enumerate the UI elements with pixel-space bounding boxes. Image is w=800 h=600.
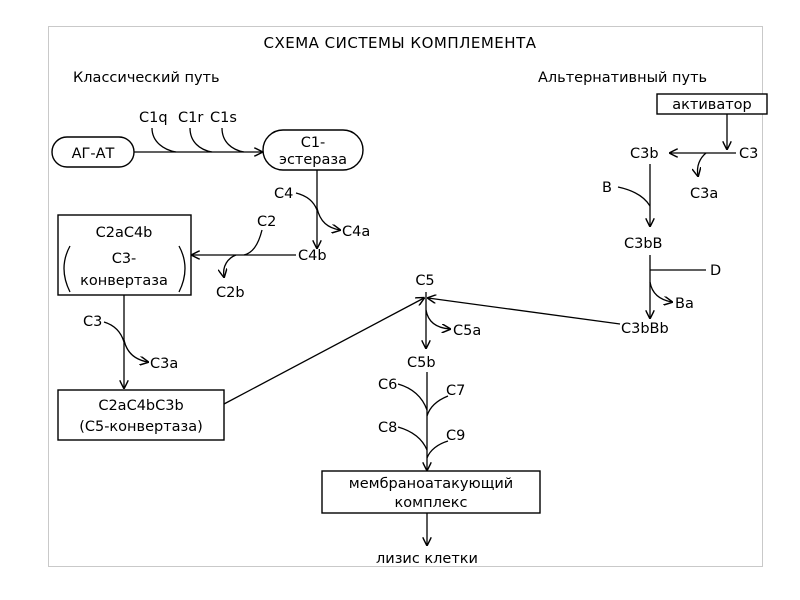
alternative-to-c5-arrow <box>428 298 621 325</box>
membrane-attack-complex-node <box>321 470 541 514</box>
c4a-release-arrow <box>316 207 340 230</box>
c5-convertase-classical-label-1: C2aC4bC3b <box>98 398 183 414</box>
diagram-title: СХЕМА СИСТЕМЫ КОМПЛЕМЕНТА <box>263 34 536 52</box>
c7-label: C7 <box>446 383 465 399</box>
c3bb-label: C3bB <box>624 236 663 252</box>
c1q-join-curve <box>151 127 177 153</box>
c3a-right-release-arrow <box>697 152 707 176</box>
c1-esterase-node <box>262 129 364 171</box>
c8-label: C8 <box>378 420 397 436</box>
c5-convertase-classical-node <box>57 389 225 441</box>
c3b-label: C3b <box>630 146 659 162</box>
c9-label: C9 <box>446 428 465 444</box>
c3-left-label: C3 <box>83 314 102 330</box>
ba-release-arrow <box>649 281 672 302</box>
c1r-join-curve <box>189 127 213 153</box>
c3a-left-release-arrow <box>123 339 148 362</box>
c3a-left-label: C3a <box>150 356 178 372</box>
b-label: B <box>602 180 612 196</box>
c5a-release-arrow <box>425 309 450 329</box>
activator-node <box>656 93 768 115</box>
c6-label: C6 <box>378 377 397 393</box>
mac-label-1: мембраноатакующий <box>349 476 513 492</box>
c4b-label: C4b <box>298 248 327 264</box>
c3-convertase-paren-left <box>63 245 71 293</box>
mac-label-2: комплекс <box>395 495 468 511</box>
c3-convertase-label-2: C3- <box>112 251 137 267</box>
c3bbb-label: C3bBb <box>621 321 669 337</box>
cell-lysis-label: лизис клетки <box>376 551 478 567</box>
alternative-pathway-title: Альтернативный путь <box>538 70 707 86</box>
activator-label: активатор <box>672 97 751 113</box>
c2-label: C2 <box>257 214 276 230</box>
c8-join-curve <box>397 426 428 451</box>
c3-convertase-paren-right <box>178 245 186 293</box>
c4-join-curve <box>295 192 318 211</box>
c2-join-curve <box>243 229 263 256</box>
c9-join-curve <box>426 440 449 459</box>
ba-label: Ba <box>675 296 694 312</box>
c3-left-join-curve <box>103 321 125 343</box>
c1q-label: C1q <box>139 110 168 126</box>
c1s-join-curve <box>221 127 245 153</box>
c5a-label: C5a <box>453 323 481 339</box>
c2b-release-arrow <box>224 254 237 277</box>
classical-pathway-title: Классический путь <box>73 70 220 86</box>
c1r-label: C1r <box>178 110 203 126</box>
c3-convertase-label-1: C2aC4b <box>96 225 153 241</box>
c6-join-curve <box>397 383 428 411</box>
b-join-curve <box>617 186 651 207</box>
c1-esterase-label-1: C1- <box>301 135 326 151</box>
c1-esterase-label-2: эстераза <box>279 152 347 168</box>
c1s-label: C1s <box>210 110 237 126</box>
c5-label: C5 <box>415 273 434 289</box>
c5b-label: C5b <box>407 355 436 371</box>
c3-right-label: C3 <box>739 146 758 162</box>
classical-to-c5-arrow <box>223 298 424 405</box>
c2b-label: C2b <box>216 285 245 301</box>
c3a-right-label: C3a <box>690 186 718 202</box>
c4-label: C4 <box>274 186 293 202</box>
ag-at-label: АГ-АТ <box>72 146 115 162</box>
c7-join-curve <box>426 395 449 417</box>
c3-convertase-label-3: конвертаза <box>80 273 168 289</box>
c5-convertase-classical-label-2: (C5-конвертаза) <box>79 419 203 435</box>
c4a-label: C4a <box>342 224 370 240</box>
d-label: D <box>710 263 721 279</box>
